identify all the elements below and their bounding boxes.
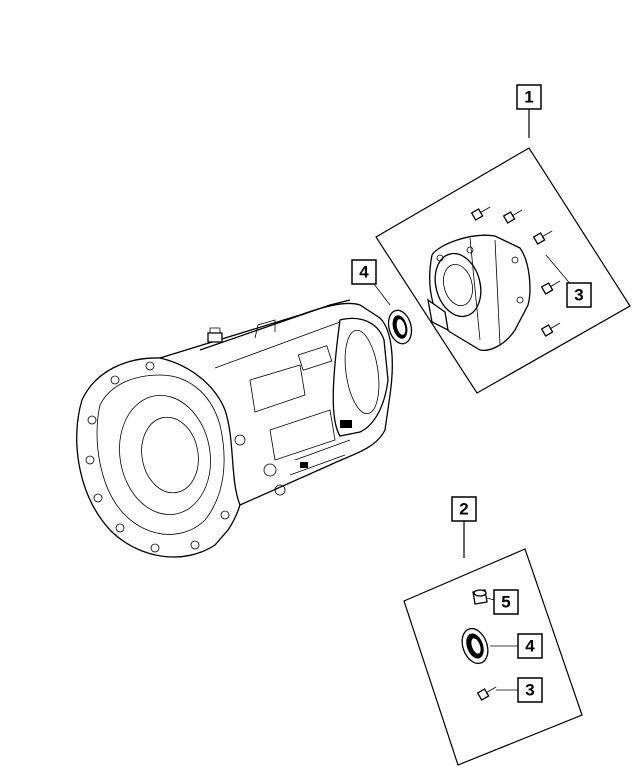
callout-4-main: 4 bbox=[351, 259, 391, 306]
extension-housing bbox=[427, 234, 531, 351]
drain-plug bbox=[472, 589, 488, 605]
callout-3-housing: 3 bbox=[545, 254, 592, 308]
oil-seal bbox=[387, 309, 413, 345]
callout-3-kit: 3 bbox=[496, 677, 543, 703]
callout-4-main-label: 4 bbox=[359, 263, 369, 282]
group-2-frame bbox=[403, 548, 583, 766]
group-1-frame bbox=[375, 147, 631, 394]
callout-3-housing-label: 3 bbox=[574, 286, 583, 305]
kit-oil-seal bbox=[461, 627, 489, 665]
callout-5-kit-label: 5 bbox=[501, 593, 510, 612]
transmission-case bbox=[76, 299, 393, 558]
kit-bolt bbox=[476, 686, 497, 701]
callout-1-label: 1 bbox=[524, 88, 533, 107]
callout-4-kit-label: 4 bbox=[525, 637, 535, 656]
callout-2-label: 2 bbox=[459, 500, 468, 519]
callout-5-kit: 5 bbox=[486, 589, 519, 615]
callout-3-kit-label: 3 bbox=[525, 681, 534, 700]
callout-4-kit: 4 bbox=[490, 633, 543, 659]
housing-bolts bbox=[470, 206, 561, 337]
callout-1: 1 bbox=[516, 84, 542, 138]
callout-2: 2 bbox=[451, 496, 477, 558]
